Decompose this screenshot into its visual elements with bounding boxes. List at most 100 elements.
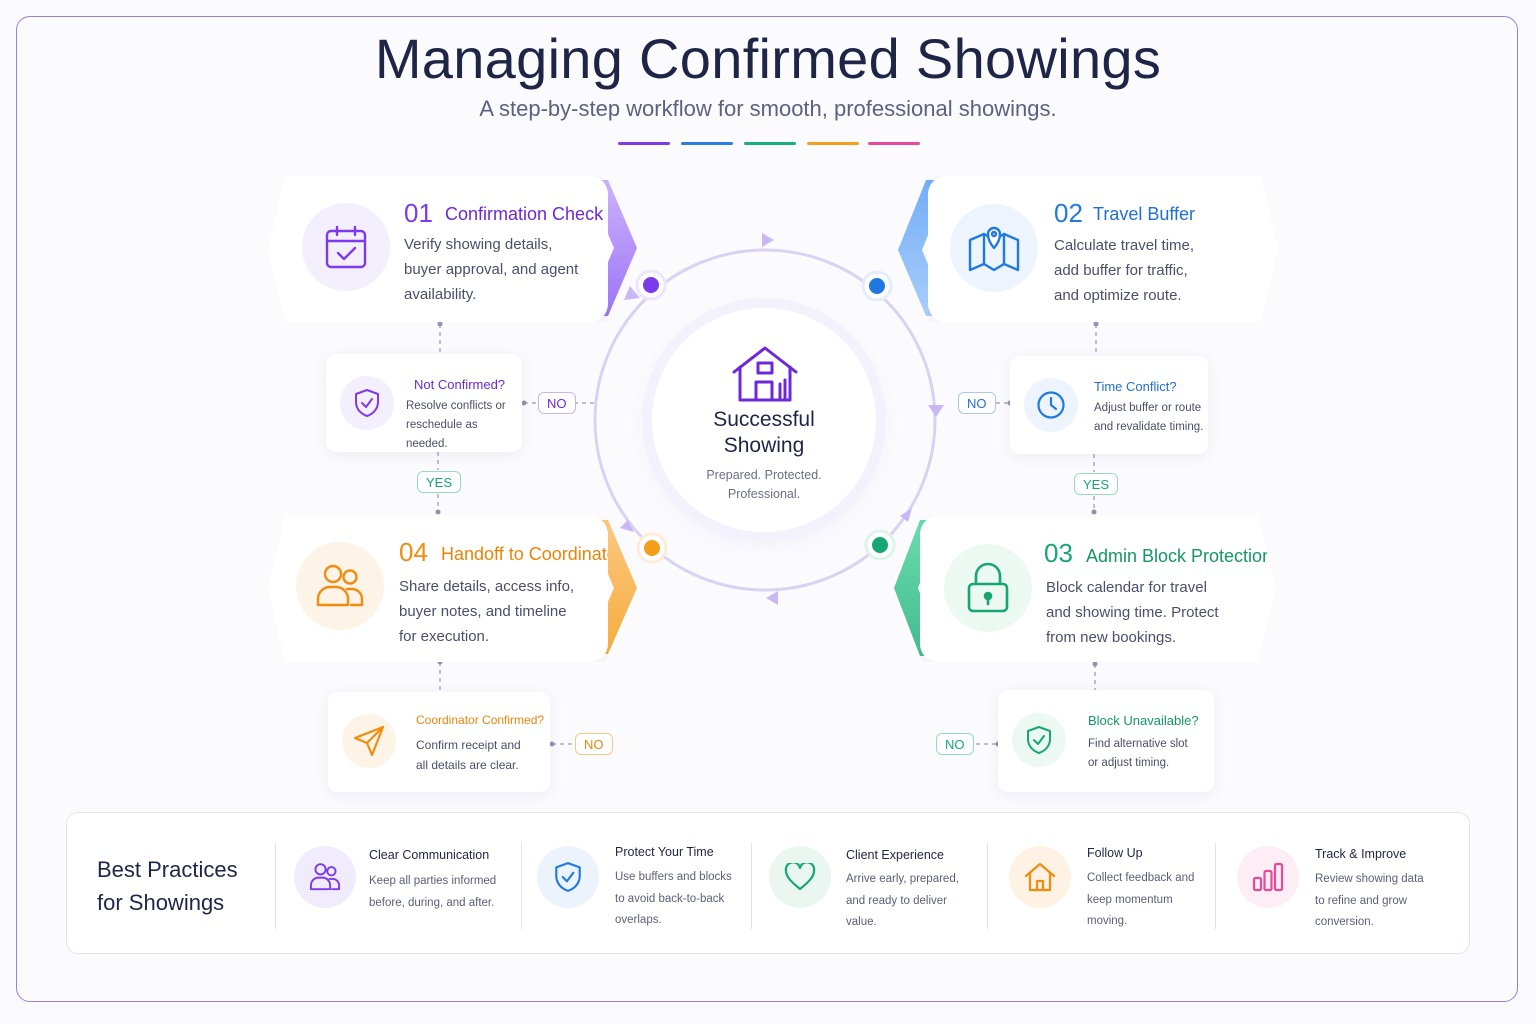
step-title: Travel Buffer — [1093, 204, 1196, 224]
shield-check-icon — [340, 376, 394, 430]
decision-title: Not Confirmed? — [414, 377, 506, 392]
best-practice-desc-line: conversion. — [1315, 916, 1374, 928]
best-practice-title: Follow Up — [1087, 846, 1143, 860]
decision-desc-line: all details are clear. — [416, 758, 519, 772]
users-icon — [296, 542, 384, 630]
card-chevron-03 — [894, 520, 944, 656]
users-icon — [294, 846, 356, 908]
decision-desc-line: Adjust buffer or route — [1094, 402, 1202, 414]
best-practice-desc-line: Collect feedback and — [1087, 872, 1195, 884]
step-card-04: 04 Handoff to Coordinator Share details,… — [268, 516, 608, 662]
best-practice-title: Track & Improve — [1315, 847, 1407, 861]
center-successful-showing: Successful Showing Prepared. Protected. … — [652, 308, 876, 532]
best-practice-desc-line: Use buffers and blocks — [615, 871, 732, 883]
ring-arrow — [928, 405, 944, 417]
best-practice-desc-line: keep momentum — [1087, 893, 1173, 906]
best-practices-title-line1: Best Practices — [97, 857, 238, 882]
decision-desc-line: or adjust timing. — [1088, 757, 1170, 769]
best-practice-desc-line: and ready to deliver — [846, 894, 948, 907]
best-practice-desc-line: Arrive early, prepared, — [846, 873, 959, 885]
decision-title: Time Conflict? — [1094, 379, 1177, 394]
lock-icon — [944, 544, 1032, 632]
best-practice-title: Protect Your Time — [615, 845, 714, 859]
page-subtitle: A step-by-step workflow for smooth, prof… — [479, 96, 1057, 121]
card-chevron-01 — [585, 180, 637, 316]
step-card-03: 03 Admin Block Protection Block calendar… — [920, 516, 1276, 662]
center-sub-line2: Professional. — [727, 487, 801, 501]
decision-coordinator-confirmed: Coordinator Confirmed? Confirm receipt a… — [328, 692, 550, 792]
no-label: NO — [575, 733, 613, 755]
best-practice-desc-line: Keep all parties informed — [369, 875, 497, 887]
step-desc-line: Share details, access info, — [399, 578, 575, 595]
decision-desc-line: Confirm receipt and — [416, 738, 521, 752]
accent-divider — [618, 142, 920, 145]
shield-check-icon — [1012, 713, 1066, 767]
best-practice-desc-line: value. — [846, 916, 877, 928]
step-title: Handoff to Coordinator — [441, 544, 623, 564]
best-practice-desc-line: to avoid back-to-back — [615, 892, 725, 905]
calendar-check-icon — [302, 203, 390, 291]
home-icon — [1009, 846, 1071, 908]
house-icon — [732, 346, 798, 402]
best-practice-title: Client Experience — [846, 848, 944, 862]
step-desc-line: from new bookings. — [1046, 629, 1177, 646]
best-practices-title: Best Practices for Showings — [97, 853, 267, 919]
step-number: 02 — [1054, 198, 1083, 228]
decision-not-confirmed: Not Confirmed? Resolve conflicts or resc… — [326, 354, 522, 452]
step-number: 03 — [1044, 538, 1073, 568]
decision-title: Block Unavailable? — [1088, 713, 1199, 728]
cycle-ring — [593, 248, 937, 592]
decision-time-conflict: Time Conflict? Adjust buffer or route an… — [1010, 356, 1208, 454]
step-title: Admin Block Protection — [1086, 546, 1273, 566]
map-pin-icon — [950, 204, 1038, 292]
ring-arrow — [762, 233, 774, 247]
best-practice-track-improve: Track & Improve Review showing data to r… — [1237, 813, 1457, 953]
decision-desc-line: reschedule as needed. — [406, 419, 478, 450]
decision-desc-line: and revalidate timing. — [1094, 421, 1204, 433]
no-label: NO — [936, 733, 974, 755]
best-practices-panel: Best Practices for Showings Clear Commun… — [66, 812, 1470, 954]
step-desc-line: buyer notes, and timeline — [399, 603, 567, 620]
step-desc-line: add buffer for traffic, — [1054, 262, 1188, 279]
yes-label: YES — [1074, 473, 1119, 495]
card-chevron-02 — [898, 180, 950, 316]
send-icon — [342, 714, 396, 768]
step-card-01: 01 Confirmation Check Verify showing det… — [268, 176, 608, 322]
center-sub-line1: Prepared. Protected. — [706, 468, 822, 482]
no-label: NO — [958, 392, 996, 414]
center-title-line1: Successful — [713, 408, 815, 431]
step-desc-line: Calculate travel time, — [1054, 237, 1195, 254]
shield-check-icon — [537, 846, 599, 908]
center-title-line2: Showing — [723, 434, 805, 457]
step-number: 04 — [399, 537, 428, 567]
yes-label: YES — [417, 471, 462, 493]
step-number: 01 — [404, 198, 433, 228]
best-practice-clear-communication: Clear Communication Keep all parties inf… — [294, 813, 514, 953]
ring-arrow — [624, 286, 640, 300]
best-practices-title-line2: for Showings — [97, 890, 225, 915]
step-desc-line: Verify showing details, — [404, 236, 553, 253]
best-practice-client-experience: Client Experience Arrive early, prepared… — [769, 813, 979, 953]
bar-chart-icon — [1237, 846, 1299, 908]
decision-block-unavailable: Block Unavailable? Find alternative slot… — [998, 690, 1214, 792]
best-practice-title: Clear Communication — [369, 848, 490, 862]
step-desc-line: and showing time. Protect — [1046, 604, 1219, 621]
best-practice-desc-line: Review showing data — [1315, 873, 1424, 885]
step-desc-line: availability. — [404, 286, 477, 303]
ring-arrow — [766, 591, 778, 605]
best-practice-protect-your-time: Protect Your Time Use buffers and blocks… — [537, 813, 747, 953]
best-practice-desc-line: overlaps. — [615, 914, 662, 926]
step-desc-line: for execution. — [399, 628, 490, 645]
clock-icon — [1024, 378, 1078, 432]
card-chevron-04 — [585, 520, 637, 654]
decision-title: Coordinator Confirmed? — [416, 713, 545, 727]
step-desc-line: and optimize route. — [1054, 287, 1182, 304]
step-title: Confirmation Check — [445, 204, 604, 224]
step-card-02: 02 Travel Buffer Calculate travel time, … — [928, 176, 1278, 322]
decision-desc-line: Resolve conflicts or — [406, 400, 506, 412]
heart-icon — [769, 846, 831, 908]
ring-arrow — [620, 520, 634, 532]
best-practice-desc-line: before, during, and after. — [369, 896, 495, 909]
ring-arrow — [900, 508, 912, 522]
